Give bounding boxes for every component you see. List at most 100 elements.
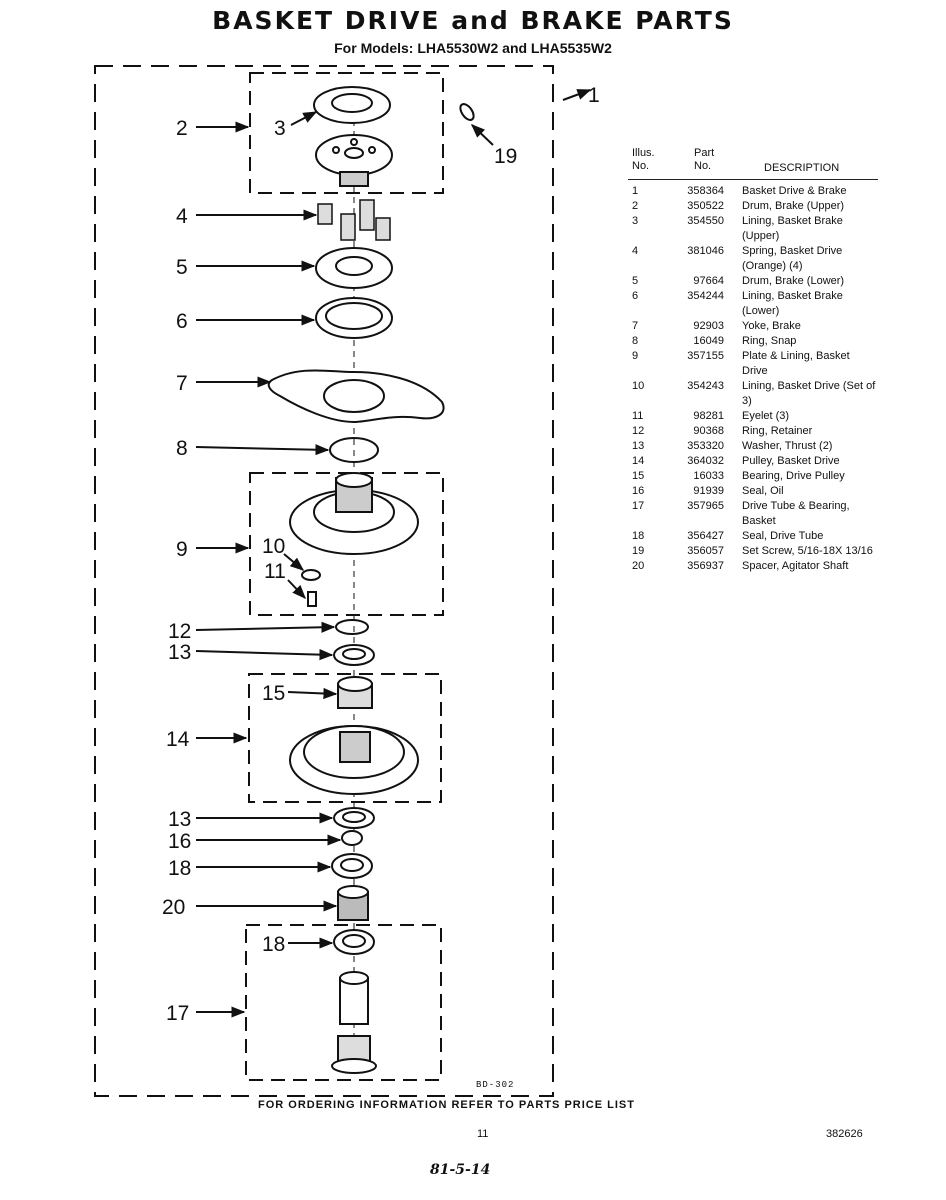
cell-illus: 7 — [632, 320, 639, 332]
part-set-screw — [459, 103, 475, 121]
header-illus: Illus. No. — [632, 147, 655, 172]
cell-part: 357155 — [687, 350, 724, 362]
group-box-17 — [245, 924, 442, 1081]
ordering-note: FOR ORDERING INFORMATION REFER TO PARTS … — [258, 1099, 635, 1111]
cell-part: 357965 — [687, 500, 724, 512]
callout-12: 12 — [168, 620, 191, 643]
header-description: DESCRIPTION — [764, 162, 840, 174]
cell-desc: Ring, Retainer — [742, 425, 813, 437]
callout-8: 8 — [176, 437, 188, 460]
part-snap-ring — [329, 437, 379, 463]
cell-illus: 5 — [632, 275, 639, 287]
cell-part: 350522 — [687, 200, 724, 212]
cell-illus: 10 — [632, 380, 645, 392]
cell-desc: Drum, Brake (Upper) — [742, 200, 845, 212]
cell-part: 16033 — [693, 470, 724, 482]
cell-desc: Pulley, Basket Drive — [742, 455, 840, 467]
cell-part: 354243 — [687, 380, 724, 392]
page-title: BASKET DRIVE and BRAKE PARTS — [212, 6, 734, 35]
table-header: Illus. No. Part No. DESCRIPTION — [628, 147, 878, 180]
callout-6: 6 — [176, 310, 188, 333]
cell-part: 353320 — [687, 440, 724, 452]
cell-desc: Drum, Brake (Lower) — [742, 275, 845, 287]
cell-illus: 4 — [632, 245, 639, 257]
callout-15: 15 — [262, 682, 285, 705]
part-eyelet — [301, 569, 321, 581]
parts-drawings — [267, 86, 475, 1074]
callout-14: 14 — [166, 728, 190, 751]
table-row: 10 354243 Lining, Basket Drive (Set of 3) — [628, 379, 878, 409]
cell-part: 98281 — [693, 410, 724, 422]
cell-desc: Bearing, Drive Pulley — [742, 470, 845, 482]
callout-19: 19 — [494, 145, 517, 168]
cell-part: 91939 — [693, 485, 724, 497]
callout-4: 4 — [176, 205, 188, 228]
cell-illus: 18 — [632, 530, 645, 542]
callout-18b: 18 — [262, 933, 285, 956]
cell-part: 16049 — [693, 335, 724, 347]
cell-illus: 15 — [632, 470, 645, 482]
part-springs — [317, 199, 391, 241]
cell-part: 354244 — [687, 290, 724, 302]
cell-desc: Lining, Basket Brake (Lower) — [742, 290, 843, 317]
cell-desc: Lining, Basket Drive (Set of 3) — [742, 380, 876, 407]
cell-desc: Eyelet (3) — [742, 410, 790, 422]
callout-11: 11 — [264, 560, 286, 583]
callout-20: 20 — [162, 896, 185, 919]
handwritten-note: 81-5-14 — [430, 1162, 491, 1178]
table-row: 4 381046 Spring, Basket Drive (Orange) (4) — [628, 244, 878, 274]
callout-1: 1 — [588, 84, 600, 107]
cell-part: 356057 — [687, 545, 724, 557]
cell-illus: 11 — [632, 410, 644, 422]
cell-desc: Lining, Basket Brake (Upper) — [742, 215, 843, 242]
cell-illus: 8 — [632, 335, 639, 347]
cell-illus: 14 — [632, 455, 645, 467]
header-part: Part No. — [694, 147, 715, 172]
callout-7: 7 — [176, 372, 188, 395]
callout-2: 2 — [176, 117, 188, 140]
table-row: 15 16033 Bearing, Drive Pulley — [628, 469, 878, 484]
cell-illus: 9 — [632, 350, 639, 362]
cell-illus: 6 — [632, 290, 639, 302]
cell-illus: 2 — [632, 200, 639, 212]
cell-desc: Drive Tube & Bearing, Basket — [742, 500, 850, 527]
cell-desc: Basket Drive & Brake — [742, 185, 847, 197]
cell-part: 92903 — [693, 320, 724, 332]
part-retainer-ring — [335, 619, 369, 635]
group-box-14 — [248, 673, 442, 803]
cell-desc: Plate & Lining, Basket Drive — [742, 350, 850, 377]
cell-illus: 16 — [632, 485, 645, 497]
cell-desc: Washer, Thrust (2) — [742, 440, 833, 452]
part-drive-tube — [339, 977, 369, 1025]
cell-illus: 20 — [632, 560, 645, 572]
cell-desc: Seal, Drive Tube — [742, 530, 824, 542]
callout-3: 3 — [274, 117, 286, 140]
cell-illus: 1 — [632, 185, 639, 197]
figure-code: BD-302 — [476, 1080, 514, 1090]
table-row: 2 350522 Drum, Brake (Upper) — [628, 199, 878, 214]
part-oil-seal — [341, 830, 363, 846]
cell-part: 354550 — [687, 215, 724, 227]
callout-5: 5 — [176, 256, 188, 279]
cell-desc: Yoke, Brake — [742, 320, 801, 332]
cell-desc: Spring, Basket Drive (Orange) (4) — [742, 245, 843, 272]
callout-16: 16 — [168, 830, 191, 853]
cell-part: 381046 — [687, 245, 724, 257]
table-row: 3 354550 Lining, Basket Brake (Upper) — [628, 214, 878, 244]
cell-part: 356427 — [687, 530, 724, 542]
models-subtitle: For Models: LHA5530W2 and LHA5535W2 — [334, 40, 612, 56]
cell-illus: 3 — [632, 215, 639, 227]
cell-desc: Spacer, Agitator Shaft — [742, 560, 849, 572]
